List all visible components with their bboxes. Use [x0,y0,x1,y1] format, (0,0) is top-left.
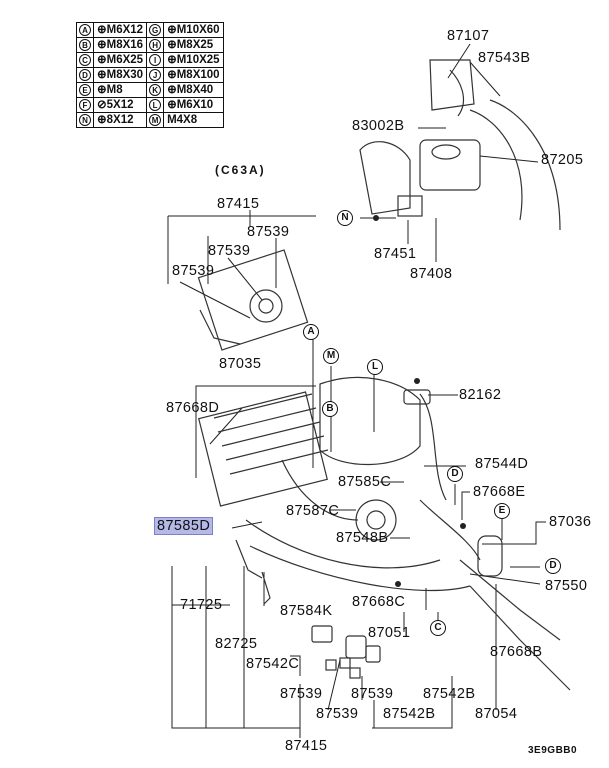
legend-key-badge: J [149,69,162,81]
part-label: 87054 [475,706,518,722]
legend-key-badge: N [79,114,91,126]
callout-m: M [323,348,339,364]
part-label: 87542B [383,706,436,722]
part-label: 87587C [286,503,340,519]
part-label: 87668B [490,644,543,660]
part-label: 87035 [219,356,262,372]
part-label: 87539 [208,243,251,259]
legend-value: ⊘5X12 [92,97,148,113]
part-label: 87415 [217,196,260,212]
callout-b: B [322,401,338,417]
legend-key-badge: K [149,84,162,96]
part-label: 87539 [316,706,359,722]
legend-value: ⊕8X12 [92,112,148,128]
legend-value: ⊕M8 [92,82,148,98]
legend-key-badge: B [79,39,91,51]
legend-key-badge: M [149,114,162,126]
part-label: 87668D [166,400,220,416]
callout-d-right: D [545,558,561,574]
bolt-legend-table: A ⊕M6X12 G ⊕M10X60 B ⊕M8X16 H ⊕M8X25 C ⊕… [76,22,224,128]
legend-value: ⊕M8X16 [92,37,148,53]
legend-key-badge: F [79,99,91,111]
part-label: 87107 [447,28,490,44]
part-label: 87051 [368,625,411,641]
legend-value: ⊕M8X40 [163,82,224,98]
part-label: 87205 [541,152,584,168]
callout-e: E [494,503,510,519]
legend-key-badge: C [79,54,91,66]
part-label: 87668E [473,484,526,500]
part-label: 87543B [478,50,531,66]
part-label: 87550 [545,578,588,594]
callout-l: L [367,359,383,375]
legend-value: ⊕M8X30 [92,67,148,83]
callout-c: C [430,620,446,636]
part-label: 87539 [351,686,394,702]
part-label: 87548B [336,530,389,546]
model-code-label: (C63A) [215,163,266,177]
part-label: 87415 [285,738,328,754]
legend-key-badge: G [149,24,162,36]
callout-a: A [303,324,319,340]
callout-d: D [447,466,463,482]
connector-dots [373,215,466,587]
legend-row: B ⊕M8X16 H ⊕M8X25 [76,37,224,53]
part-label: 87584K [280,603,333,619]
part-label: 87036 [549,514,592,530]
part-label: 87585C [338,474,392,490]
legend-row: A ⊕M6X12 G ⊕M10X60 [76,22,224,38]
part-label: 87408 [410,266,453,282]
legend-value: M4X8 [163,112,224,128]
part-label: 87542C [246,656,300,672]
legend-key-badge: D [79,69,91,81]
part-label: 87544D [475,456,529,472]
legend-row: D ⊕M8X30 J ⊕M8X100 [76,67,224,83]
legend-value: ⊕M8X100 [163,67,224,83]
leader-lines [167,43,546,738]
component-sketches [197,59,571,691]
legend-key-badge: L [149,99,162,111]
part-label: 82162 [459,387,502,403]
part-label: 83002B [352,118,405,134]
diagram-code: 3E9GBB0 [528,745,578,756]
legend-row: F ⊘5X12 L ⊕M6X10 [76,97,224,113]
legend-key-badge: I [149,54,162,66]
legend-value: ⊕M6X25 [92,52,148,68]
legend-row: N ⊕8X12 M M4X8 [76,112,224,128]
part-label: 87539 [247,224,290,240]
legend-row: E ⊕M8 K ⊕M8X40 [76,82,224,98]
part-label: 82725 [215,636,258,652]
legend-key-badge: H [149,39,162,51]
callout-n: N [337,210,353,226]
part-label: 87539 [172,263,215,279]
part-label: 87539 [280,686,323,702]
legend-key-badge: E [79,84,91,96]
part-label: 71725 [180,597,223,613]
part-label: 87668C [352,594,406,610]
legend-row: C ⊕M6X25 I ⊕M10X25 [76,52,224,68]
part-label: 87542B [423,686,476,702]
part-label: 87451 [374,246,417,262]
legend-key-badge: A [79,24,91,36]
part-label-highlighted: 87585D [154,517,214,535]
